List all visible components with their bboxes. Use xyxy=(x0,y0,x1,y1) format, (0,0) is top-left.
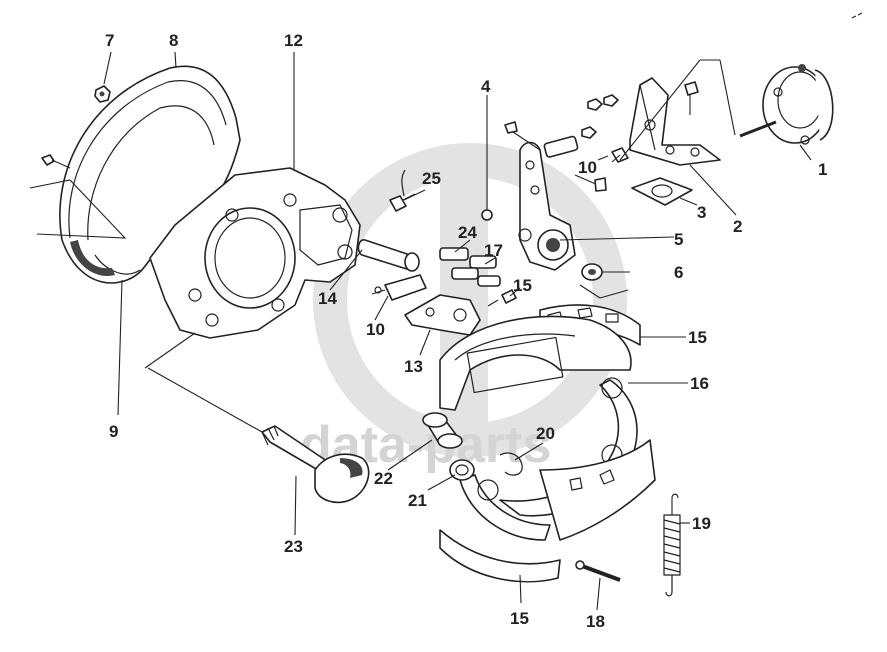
part-roller xyxy=(422,412,463,449)
part-brake-spider xyxy=(149,167,361,339)
callout-16: 16 xyxy=(690,374,709,393)
part-clevis xyxy=(504,121,607,192)
callout-15-lower: 15 xyxy=(510,609,529,628)
part-nut-4 xyxy=(481,209,493,221)
callout-14: 15 xyxy=(513,276,532,295)
part-brake-lining-bottom xyxy=(439,439,656,583)
part-slack-adjuster xyxy=(518,141,576,271)
callout-25: 25 xyxy=(422,169,441,188)
part-nut-7 xyxy=(94,85,111,103)
part-dust-shield xyxy=(59,65,241,284)
part-pin-14 xyxy=(487,289,517,307)
part-bushings xyxy=(439,247,501,287)
callout-5: 5 xyxy=(674,230,683,249)
callout-23: 23 xyxy=(284,537,303,556)
part-pin-18 xyxy=(575,560,621,582)
callout-10-upper: 10 xyxy=(578,158,597,177)
callout-19: 19 xyxy=(692,514,711,533)
part-chamber-bracket xyxy=(629,77,721,166)
part-anchor-bracket xyxy=(404,294,481,336)
callout-20: 20 xyxy=(536,424,555,443)
callout-8: 8 xyxy=(169,31,178,50)
callout-labels: 7 8 12 4 1 2 3 5 6 10 9 25 24 17 15 14 1… xyxy=(105,31,827,631)
callout-6: 6 xyxy=(674,263,683,282)
callout-7: 7 xyxy=(105,31,114,50)
part-grease-nipple xyxy=(389,169,416,212)
callout-4: 4 xyxy=(481,77,491,96)
callout-22: 22 xyxy=(374,469,393,488)
part-bolt-shield xyxy=(41,154,71,169)
part-gasket xyxy=(631,177,693,206)
callout-21: 21 xyxy=(408,491,427,510)
callout-15-upper: 15 xyxy=(688,328,707,347)
callout-2: 2 xyxy=(733,217,742,236)
callout-11: 12 xyxy=(284,31,303,50)
part-roller-pin xyxy=(449,459,475,481)
part-s-camshaft xyxy=(261,425,370,504)
callout-9: 10 xyxy=(366,320,385,339)
callout-17: 17 xyxy=(484,241,503,260)
part-anchor-pin xyxy=(371,274,427,301)
part-clip xyxy=(499,452,523,476)
part-cam-bush xyxy=(357,239,420,272)
callout-18: 18 xyxy=(586,612,605,631)
callout-10-lower: 9 xyxy=(109,422,118,441)
part-washer xyxy=(581,263,603,281)
callout-24: 24 xyxy=(458,223,477,242)
part-bracket-nuts xyxy=(581,94,619,139)
callout-1: 1 xyxy=(818,160,827,179)
corner-mark xyxy=(851,12,863,19)
callout-12: 13 xyxy=(404,357,423,376)
leader-lines xyxy=(29,51,812,611)
callout-3: 3 xyxy=(697,203,706,222)
callout-13: 14 xyxy=(318,289,337,308)
part-brake-chamber xyxy=(739,64,834,145)
part-return-spring xyxy=(663,493,681,597)
